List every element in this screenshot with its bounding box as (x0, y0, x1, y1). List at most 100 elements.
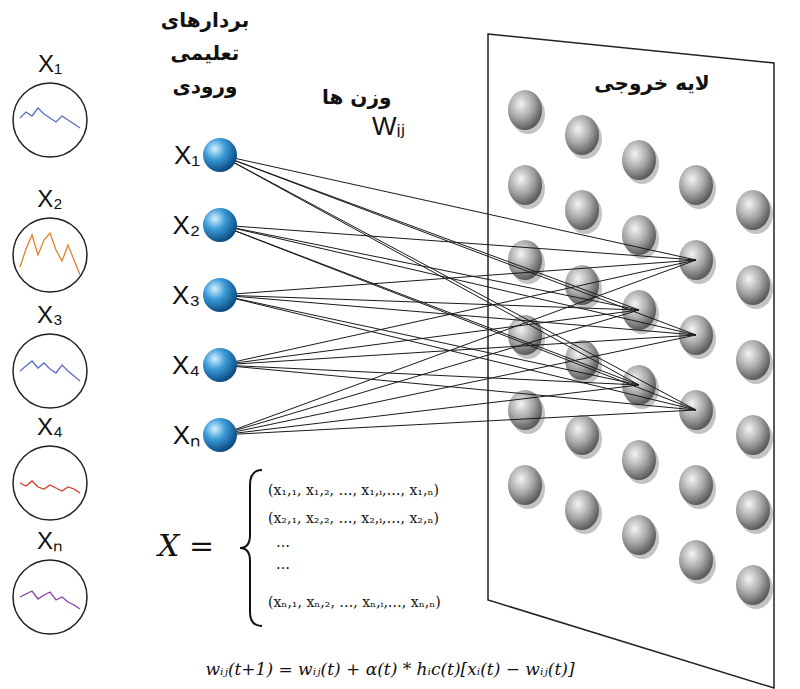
weight-line (220, 295, 639, 385)
signal-node: Xₙ (10, 525, 90, 637)
signal-circle (10, 217, 90, 295)
circle-outline (13, 334, 87, 408)
matrix-ellipsis: … (276, 532, 290, 552)
signal-curve (20, 481, 80, 493)
weight-line (220, 225, 639, 310)
input-name: X₃ (160, 275, 200, 315)
layer-plane (488, 34, 774, 688)
weight-lines (220, 155, 696, 435)
output-neuron (508, 90, 542, 130)
output-neuron (622, 515, 656, 555)
output-neuron (508, 240, 542, 280)
output-neuron (565, 490, 599, 530)
output-neuron (679, 465, 713, 505)
input-neuron: X₂ (160, 205, 240, 245)
weight-line (220, 155, 696, 410)
input-name: X₁ (160, 135, 200, 175)
weight-line (220, 225, 696, 335)
output-neuron (736, 415, 770, 455)
signal-circle (10, 559, 90, 637)
output-neuron (736, 265, 770, 305)
weight-line (220, 365, 696, 410)
output-neuron (622, 440, 656, 480)
input-name: X₄ (160, 345, 200, 385)
weight-line (220, 155, 639, 385)
circle-outline (13, 83, 87, 157)
input-sphere (202, 207, 238, 243)
signal-curve (20, 591, 80, 609)
output-neuron (565, 190, 599, 230)
output-neuron (679, 540, 713, 580)
weight-line (220, 155, 696, 335)
weight-line (220, 385, 639, 435)
signal-circle (10, 445, 90, 523)
signal-node: X₄ (10, 411, 90, 523)
output-neuron (508, 165, 542, 205)
sphere-body (203, 418, 237, 452)
signal-curve (20, 233, 80, 275)
sphere-body (203, 208, 237, 242)
weight-line (220, 295, 639, 310)
weight-line (220, 260, 696, 295)
circle-outline (13, 560, 87, 634)
signal-curve (20, 361, 80, 381)
input-name: X₂ (160, 205, 200, 245)
signal-node: X₁ (10, 48, 90, 160)
sphere-body (203, 278, 237, 312)
output-neuron (508, 465, 542, 505)
neuron-grid (508, 90, 773, 609)
weight-line (220, 260, 696, 435)
input-name: Xₙ (160, 415, 200, 455)
matrix-row: (xₙ,₁, xₙ,₂, …, xₙ,ᵢ,…, xₙ,ₙ) (268, 592, 441, 612)
weight-line (220, 260, 696, 365)
weight-line (220, 310, 639, 365)
layer-title: لایه خروجی (577, 69, 727, 97)
output-neuron (565, 115, 599, 155)
output-neuron (565, 415, 599, 455)
signal-name: X₄ (10, 411, 90, 443)
output-neuron (736, 565, 770, 605)
output-layer: لایه خروجی (487, 33, 777, 689)
matrix-row: (x₂,₁, x₂,₂, …, x₂,ᵢ,…, x₂,ₙ) (268, 508, 439, 528)
input-header: بردارهای تعلیمی ورودی (150, 4, 260, 103)
weight-line (220, 225, 696, 410)
weight-line (220, 155, 696, 260)
signal-name: X₂ (10, 183, 90, 215)
signal-name: Xₙ (10, 525, 90, 557)
input-sphere (202, 137, 238, 173)
weight-symbol: Wᵢⱼ (372, 110, 405, 142)
weights-header: وزن ها (322, 84, 391, 110)
weight-line (220, 410, 696, 435)
signal-circle (10, 82, 90, 160)
weight-line (220, 225, 696, 260)
circle-outline (13, 218, 87, 292)
output-neuron (622, 140, 656, 180)
layer-outline (487, 33, 777, 689)
output-neuron (736, 340, 770, 380)
input-sphere (202, 277, 238, 313)
weight-line (220, 295, 696, 335)
signal-curve (20, 108, 80, 128)
output-neuron (508, 390, 542, 430)
input-sphere (202, 417, 238, 453)
signal-name: X₃ (10, 299, 90, 331)
matrix-name: X = (158, 526, 214, 566)
input-neuron: Xₙ (160, 415, 240, 455)
signal-node: X₃ (10, 299, 90, 411)
input-neuron: X₄ (160, 345, 240, 385)
signal-circle (10, 333, 90, 411)
matrix-ellipsis: … (276, 554, 290, 574)
output-neuron (736, 190, 770, 230)
input-neuron: X₃ (160, 275, 240, 315)
sphere-body (203, 348, 237, 382)
signal-name: X₁ (10, 48, 90, 80)
output-neuron (622, 215, 656, 255)
update-formula: wᵢⱼ(t+1) = wᵢⱼ(t) + α(t) * hᵢc(t)[xᵢ(t) … (205, 657, 574, 681)
weight-line (220, 365, 639, 385)
output-neuron (736, 490, 770, 530)
input-neuron: X₁ (160, 135, 240, 175)
input-sphere (202, 347, 238, 383)
curly-brace (240, 470, 262, 626)
weight-line (220, 335, 696, 435)
